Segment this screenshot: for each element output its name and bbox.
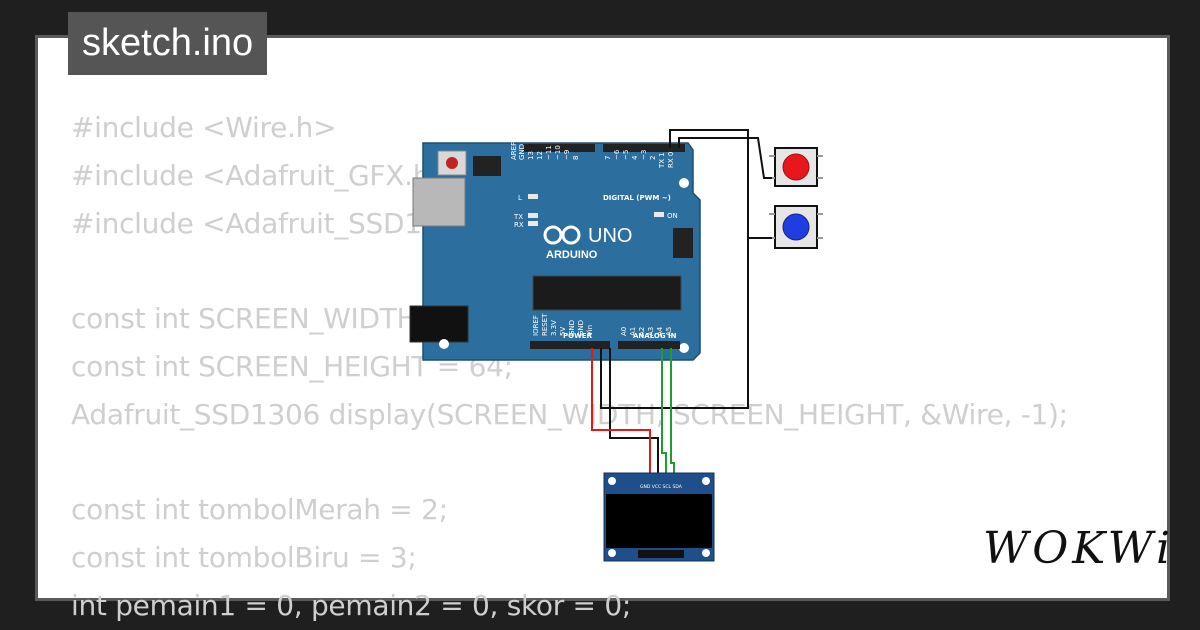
code-line: const int tombolMerah = 2; [71, 493, 448, 527]
arduino-logo-icon [543, 225, 581, 245]
digital-pin-label: 7 [604, 156, 612, 160]
on-led-label: ON [667, 212, 678, 220]
power-pin-label: IOREF [532, 315, 540, 336]
digital-pin-label: 8 [572, 156, 580, 160]
power-jack-icon [409, 305, 469, 343]
digital-pin-label: ~3 [640, 150, 648, 160]
arduino-uno-board: AREF GND 13 12 ~11 ~10 ~9 8 7 ~6 ~5 4 ~3… [409, 142, 701, 361]
analog-pin-label: A3 [647, 327, 655, 336]
analog-pin-label: A4 [656, 326, 664, 336]
code-line: #include <Adafruit_GFX.h> [71, 158, 454, 192]
wires [591, 129, 772, 473]
usb-port-icon [412, 177, 466, 227]
aref-label: AREF [510, 142, 518, 160]
power-header-label: POWER [563, 332, 593, 340]
gnd-label: GND [518, 144, 526, 160]
code-line: Adafruit_SSD1306 display(SCREEN_WIDTH, S… [71, 397, 1068, 431]
analog-pin-label: A0 [620, 327, 628, 336]
power-pin-label: Vin [586, 325, 594, 336]
code-line: const int SCREEN_HEIGHT = 64; [71, 349, 513, 383]
power-pin-label: 3.3V [550, 320, 558, 336]
digital-pin-label: 13 [527, 151, 535, 160]
circuit-diagram: AREF GND 13 12 ~11 ~10 ~9 8 7 ~6 ~5 4 ~3… [409, 129, 823, 562]
power-pin-label: 5V [559, 327, 567, 336]
analog-header-label: ANALOG IN [633, 332, 677, 340]
power-pin-label: GND [568, 320, 576, 336]
power-pin-label: GND [577, 320, 585, 336]
led-rx-label: RX [514, 221, 524, 229]
digital-pin-label: RX 0 [667, 152, 675, 168]
digital-pin-label: 2 [649, 156, 657, 160]
digital-pin-label: ~10 [554, 145, 562, 160]
led-tx-label: TX [513, 213, 523, 221]
code-line: #include <Wire.h> [71, 111, 337, 144]
oled-screen [606, 494, 712, 548]
digital-pin-label: ~11 [545, 145, 553, 160]
digital-pin-label: 12 [536, 151, 544, 160]
analog-pin-label: A1 [629, 327, 637, 336]
code-line: int pemain1 = 0, pemain2 = 0, skor = 0; [71, 588, 631, 622]
digital-pin-label: 4 [631, 155, 639, 160]
oled-display: GND VCC SCL SDA [603, 472, 715, 562]
code-preview: #include <Wire.h> #include <Adafruit_GFX… [71, 104, 1068, 630]
tab-sketch-ino[interactable]: sketch.ino [68, 12, 268, 75]
preview-card: #include <Wire.h> #include <Adafruit_GFX… [35, 35, 1170, 622]
microcontroller-chip [532, 275, 682, 311]
analog-pin-label: A5 [665, 327, 673, 336]
board-model: UNO [588, 225, 632, 247]
digital-pin-label: TX 1 [658, 152, 666, 169]
digital-pin-label: ~9 [563, 150, 571, 160]
board-brand: ARDUINO [546, 249, 598, 261]
digital-header-label: DIGITAL (PWM ~) [603, 194, 671, 202]
digital-pin-label: ~5 [622, 150, 630, 160]
pushbutton-red[interactable] [769, 147, 823, 187]
power-pin-label: RESET [541, 313, 549, 336]
oled-pin-labels: GND VCC SCL SDA [640, 484, 683, 490]
wokwi-logo: WOKWi [983, 523, 1175, 574]
led-l-label: L [518, 194, 522, 202]
code-line: const int tombolBiru = 3; [71, 541, 417, 575]
pushbutton-blue[interactable] [769, 205, 823, 249]
analog-pin-label: A2 [638, 327, 646, 336]
digital-pin-label: ~6 [613, 149, 621, 160]
